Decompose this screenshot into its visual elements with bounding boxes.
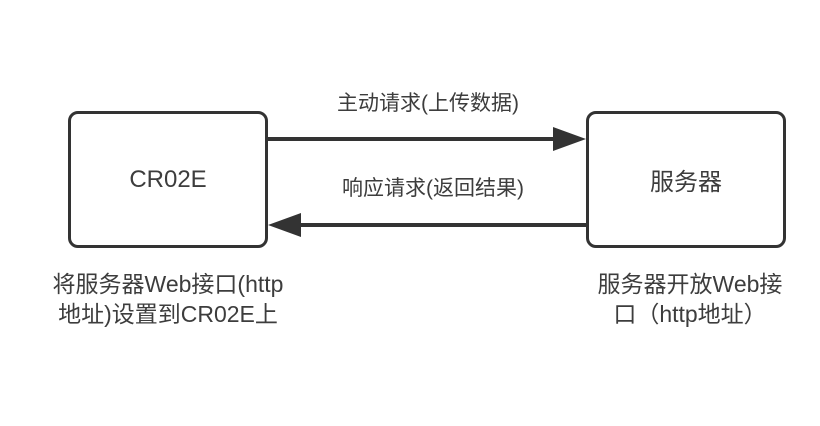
right-caption-line-2: 口（http地址）: [613, 301, 767, 327]
cr02e-node: CR02E: [68, 111, 268, 248]
server-node: 服务器: [586, 111, 786, 248]
right-caption-line-1: 服务器开放Web接: [597, 271, 783, 297]
response-arrowhead-icon: [268, 213, 301, 237]
request-arrow: [268, 127, 586, 151]
request-arrow-label: 主动请求(上传数据): [337, 92, 519, 115]
response-arrow: [268, 213, 586, 237]
left-caption-line-1: 将服务器Web接口(http: [52, 271, 284, 297]
right-caption: 服务器开放Web接 口（http地址）: [540, 269, 820, 329]
response-arrow-label: 响应请求(返回结果): [342, 177, 524, 200]
cr02e-node-label: CR02E: [129, 165, 207, 193]
left-caption-line-2: 地址)设置到CR02E上: [58, 301, 278, 327]
request-arrowhead-icon: [553, 127, 586, 151]
server-node-label: 服务器: [650, 169, 722, 196]
left-caption: 将服务器Web接口(http 地址)设置到CR02E上: [18, 269, 318, 329]
